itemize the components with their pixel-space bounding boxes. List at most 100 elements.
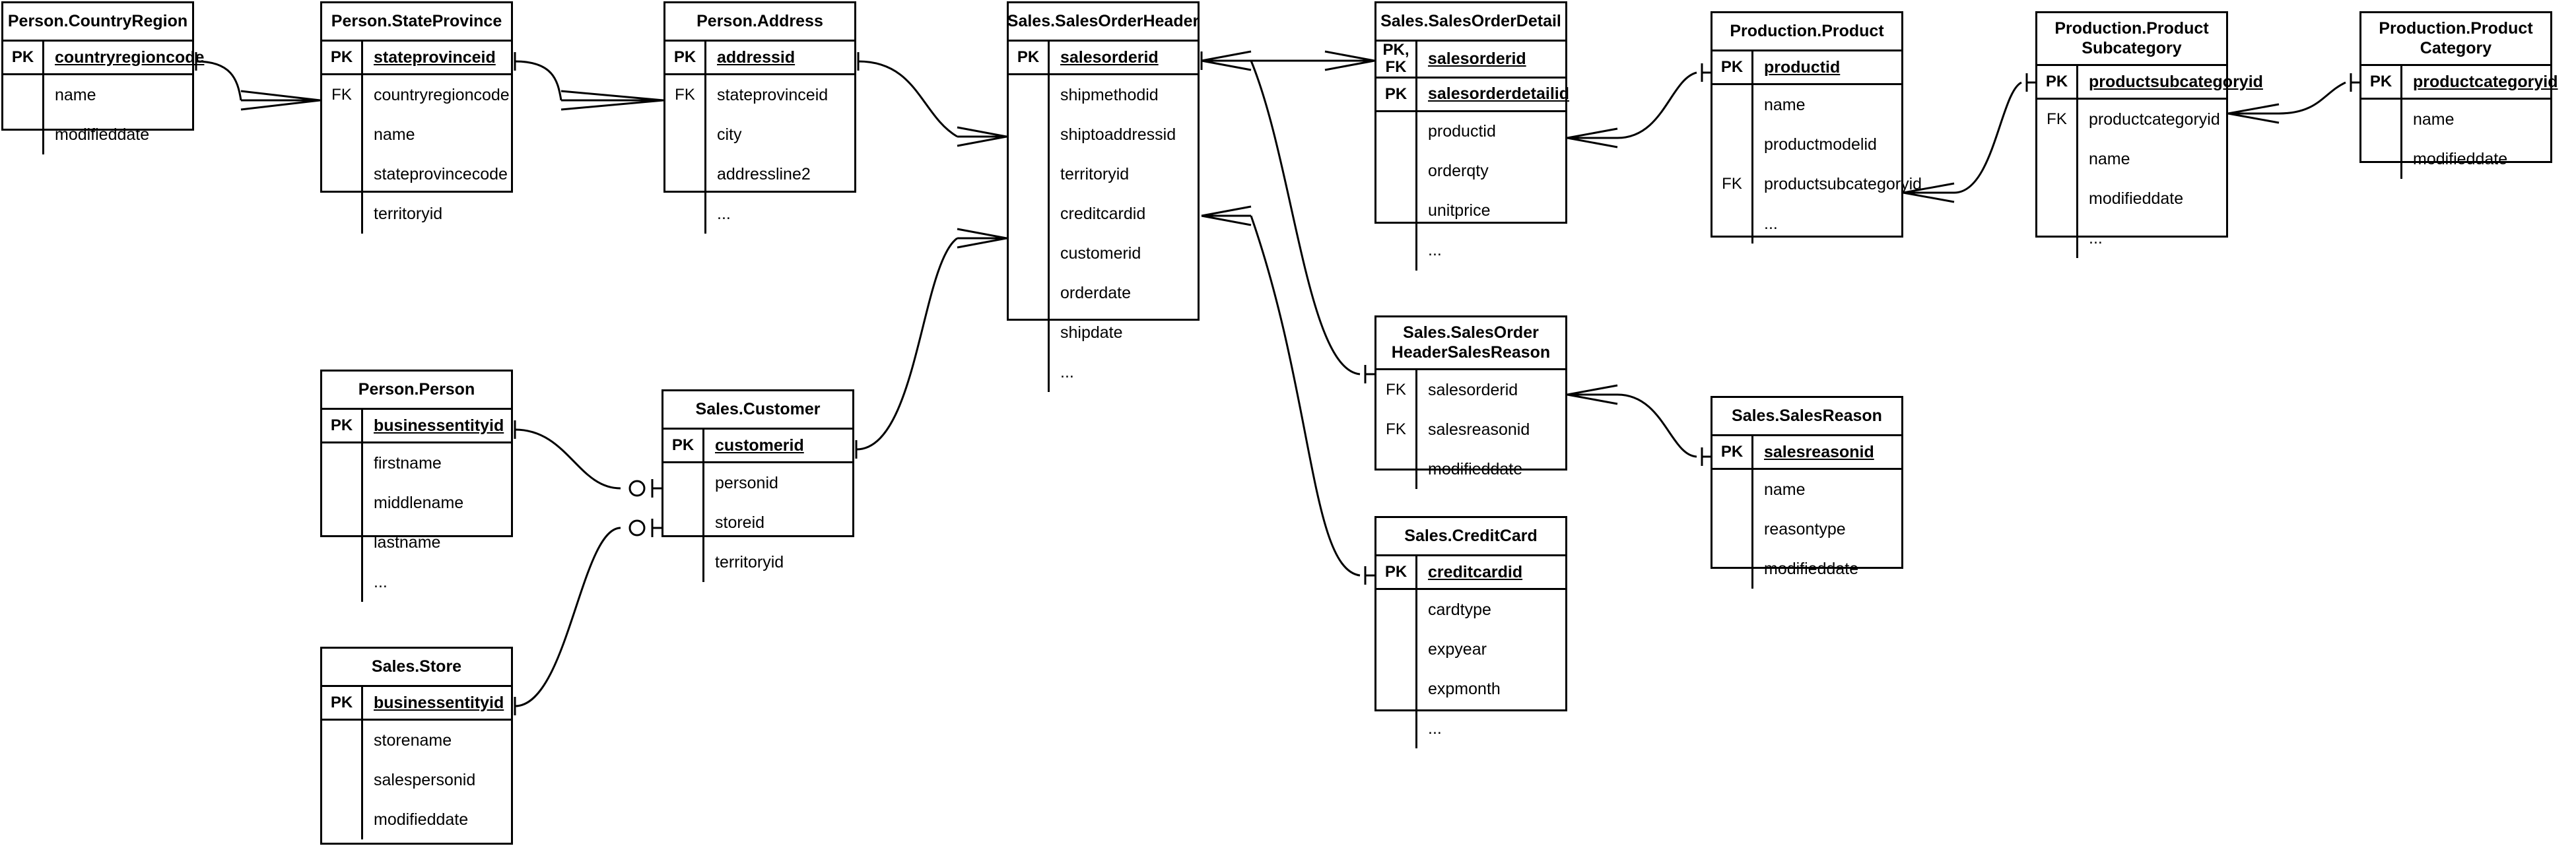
entity-title: Sales.Customer [663, 391, 852, 430]
attribute-key-label [1712, 549, 1753, 589]
attribute-name: ... [1060, 362, 1074, 381]
attribute-name: name [1764, 480, 1806, 499]
attribute-key-label [322, 562, 363, 602]
attribute-key-label [1376, 590, 1417, 630]
attribute-key-label [1376, 669, 1417, 709]
attribute-row: territoryid [1009, 154, 1198, 194]
attribute-row: ... [1376, 709, 1565, 748]
attribute-name: ... [1428, 241, 1442, 260]
attribute-row: city [665, 115, 854, 154]
attribute-key-label: FK [322, 75, 363, 115]
attribute-row: ... [2037, 218, 2226, 258]
attribute-key-label [322, 760, 363, 800]
entity-title: Production.Product [1712, 13, 1901, 51]
attribute-name: businessentityid [374, 416, 504, 435]
attribute-name: productid [1428, 122, 1496, 141]
attribute-row: FK countryregioncode [322, 75, 511, 115]
attribute-name: salesreasonid [1428, 420, 1530, 439]
attribute-name: modifieddate [2089, 189, 2184, 208]
attribute-key-label [665, 154, 706, 194]
attribute-row: lastname [322, 523, 511, 562]
attribute-key-label: FK [1376, 370, 1417, 410]
attribute-key-label [1712, 85, 1753, 125]
attribute-row: name [2361, 100, 2550, 139]
attribute-name: salesorderid [1060, 48, 1159, 67]
attribute-name: firstname [374, 453, 442, 472]
attribute-key-label [1009, 313, 1050, 352]
attribute-name: stateprovincecode [374, 164, 508, 183]
attribute-row: territoryid [663, 542, 852, 582]
attribute-row: ... [322, 562, 511, 602]
attribute-name: territoryid [374, 204, 443, 223]
attribute-key-label [322, 483, 363, 523]
attribute-name: middlename [374, 493, 464, 512]
attribute-name: modifieddate [1428, 459, 1523, 478]
attribute-row: middlename [322, 483, 511, 523]
attribute-name: city [717, 125, 742, 144]
rel-product-productsubcategory [1903, 73, 2035, 203]
attribute-key-label: PK [2037, 66, 2078, 98]
attribute-key-label [2037, 218, 2078, 258]
attribute-key-label [1376, 449, 1417, 489]
attribute-name: ... [1428, 719, 1442, 738]
attribute-key-label: PK [2361, 66, 2402, 98]
attribute-name: shipmethodid [1060, 85, 1159, 104]
attribute-name: lastname [374, 533, 441, 552]
attribute-row: addressline2 [665, 154, 854, 194]
rel-salesorderheader-salesreasonlink [1201, 50, 1374, 383]
attribute-key-label: PK [1712, 51, 1753, 83]
attribute-name: stateprovinceid [374, 48, 496, 67]
attribute-row: PK productcategoryid [2361, 66, 2558, 98]
attribute-key-label [1009, 194, 1050, 234]
attribute-key-label [1376, 151, 1417, 191]
attribute-key-label: FK [2037, 100, 2078, 139]
attribute-key-label: PK [1712, 436, 1753, 468]
attribute-row: ... [665, 194, 854, 234]
rel-salesorderheader-creditcard [1201, 205, 1374, 585]
attribute-key-label: PK [1376, 78, 1417, 110]
attribute-key-label [322, 115, 363, 154]
attribute-row: firstname [322, 443, 511, 483]
attribute-name: addressid [717, 48, 796, 67]
attribute-name: shiptoaddressid [1060, 125, 1176, 144]
attribute-name: countryregioncode [374, 85, 510, 104]
rel-address-salesorderheader [857, 52, 1007, 147]
rel-salesorderheader-salesorderdetail [1200, 50, 1375, 71]
entity-title: Sales.CreditCard [1376, 518, 1565, 556]
attribute-key-label: PK [322, 410, 363, 441]
attribute-row: salespersonid [322, 760, 511, 800]
attribute-key-label [1009, 273, 1050, 313]
rel-stateprovince-address [514, 52, 664, 111]
attribute-key-label [1009, 115, 1050, 154]
attribute-name: productcategoryid [2413, 72, 2558, 91]
attribute-key-label [1376, 630, 1417, 669]
attribute-name: orderdate [1060, 283, 1132, 302]
entity-title: Sales.Store [322, 649, 511, 687]
attribute-name: name [55, 85, 96, 104]
attribute-name: storeid [715, 513, 765, 532]
